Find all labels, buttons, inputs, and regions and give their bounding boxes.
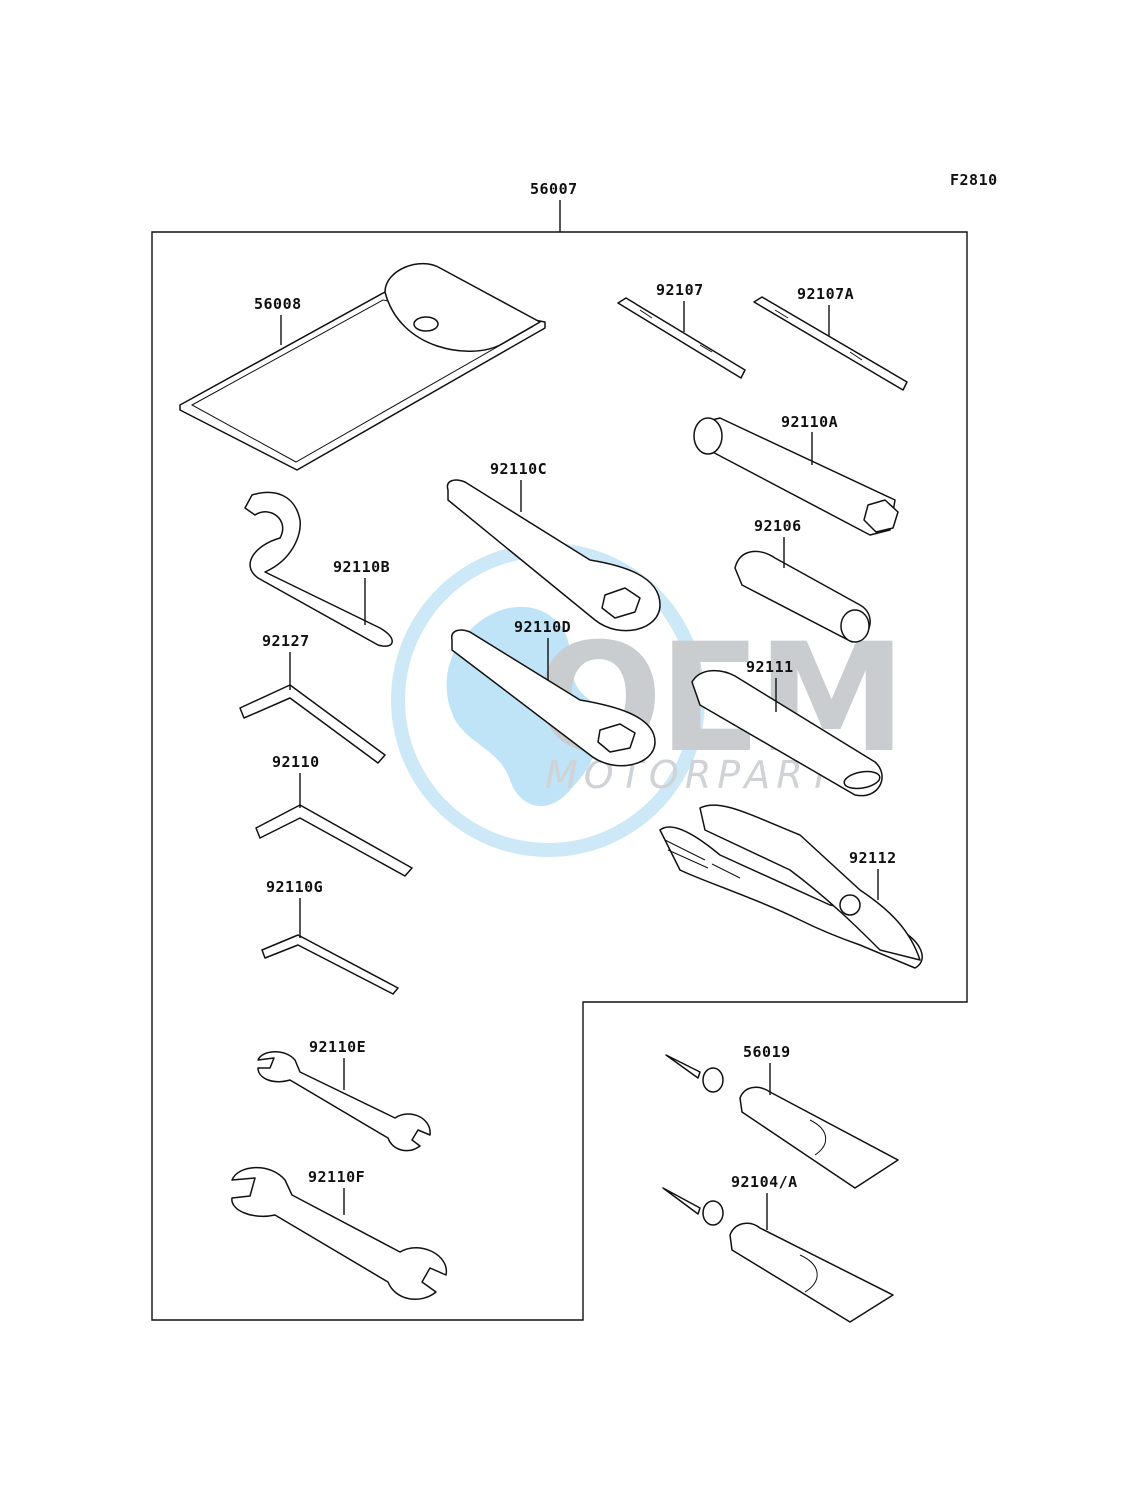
part-label-92110D[interactable]: 92110D <box>514 618 571 636</box>
part-label-92110C[interactable]: 92110C <box>490 460 547 478</box>
part-label-92110B[interactable]: 92110B <box>333 558 390 576</box>
screwdriver-a-drawing <box>753 296 908 391</box>
open-end-wrench-f-drawing <box>231 1166 447 1300</box>
assembly-label-56007[interactable]: 56007 <box>530 180 578 198</box>
part-label-92110A[interactable]: 92110A <box>781 413 838 431</box>
part-label-92110F[interactable]: 92110F <box>308 1168 365 1186</box>
screwdriver-drawing <box>617 297 746 379</box>
box-wrench-drawing <box>693 417 899 536</box>
tool-kit-frame <box>151 231 968 1321</box>
figure-code: F2810 <box>950 171 998 189</box>
hex-key-large-drawing <box>239 684 386 764</box>
part-label-92106[interactable]: 92106 <box>754 517 802 535</box>
part-label-92110[interactable]: 92110 <box>272 753 320 771</box>
part-label-92107A[interactable]: 92107A <box>797 285 854 303</box>
ring-spanner-drawing <box>446 479 661 632</box>
hook-wrench-drawing <box>244 491 393 647</box>
grease-tube-drawing <box>665 1054 899 1189</box>
part-label-92127[interactable]: 92127 <box>262 632 310 650</box>
hex-key-medium-drawing <box>255 804 413 877</box>
part-label-92112[interactable]: 92112 <box>849 849 897 867</box>
socket-drawing <box>734 550 871 643</box>
part-label-56019[interactable]: 56019 <box>743 1043 791 1061</box>
part-label-92107[interactable]: 92107 <box>656 281 704 299</box>
pliers-drawing <box>659 804 923 969</box>
grease-tube-a-drawing <box>662 1187 894 1323</box>
tool-pouch-drawing <box>179 262 546 471</box>
part-label-92111[interactable]: 92111 <box>746 658 794 676</box>
part-label-56008[interactable]: 56008 <box>254 295 302 313</box>
open-end-wrench-e-drawing <box>257 1051 431 1152</box>
hex-key-small-drawing <box>261 934 399 995</box>
ring-spanner-d-drawing <box>451 629 656 767</box>
part-label-92104A[interactable]: 92104/A <box>731 1173 798 1191</box>
extension-bar-drawing <box>691 669 883 797</box>
part-label-92110G[interactable]: 92110G <box>266 878 323 896</box>
part-label-92110E[interactable]: 92110E <box>309 1038 366 1056</box>
